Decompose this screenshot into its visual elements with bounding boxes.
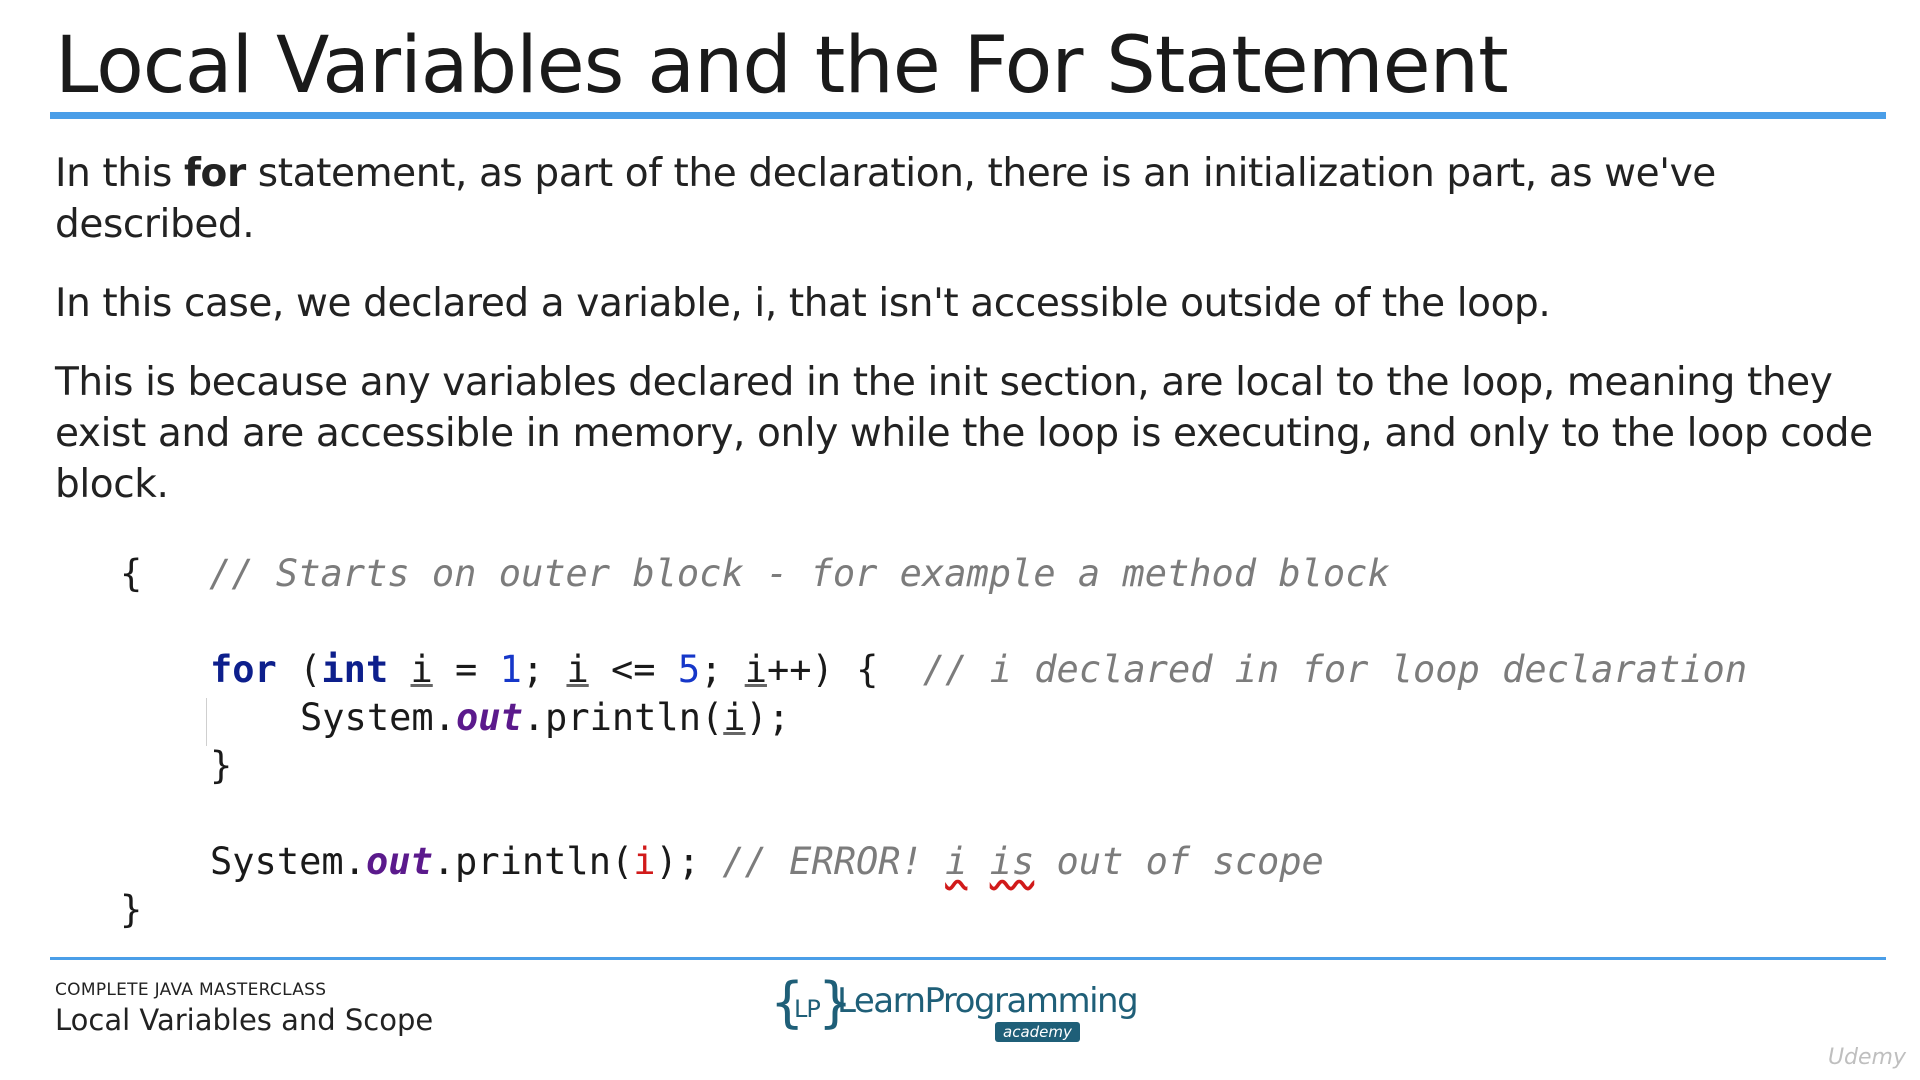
paragraph-1-rest: statement, as part of the declaration, t…	[55, 151, 1716, 247]
paragraph-3: This is because any variables declared i…	[55, 360, 1873, 507]
for-assign: =	[432, 648, 500, 691]
println-call-outer: .println(	[432, 840, 634, 883]
outer-block-comment: // Starts on outer block - for example a…	[209, 552, 1390, 595]
slide-body: In this for statement, as part of the de…	[55, 148, 1885, 538]
code-line-println-inner: System.out.println(i);	[300, 694, 790, 742]
loop-var-use: i	[723, 696, 746, 739]
logo-wordmark: LearnProgramming	[837, 981, 1139, 1021]
loop-var-decl: i	[410, 648, 433, 691]
code-line-println-outer: System.out.println(i); // ERROR! i is ou…	[210, 838, 1324, 886]
keyword-for: for	[210, 648, 277, 691]
out-of-scope-var: i	[633, 840, 656, 883]
paragraph-2: In this case, we declared a variable, i,…	[55, 281, 1551, 326]
error-comment-space	[967, 840, 989, 883]
loop-var-cond: i	[566, 648, 589, 691]
keyword-int: int	[321, 648, 389, 691]
slide-title: Local Variables and the For Statement	[55, 21, 1509, 111]
for-increment: ++) {	[766, 648, 923, 691]
code-line-for: for (int i = 1; i <= 5; i++) { // i decl…	[210, 646, 1747, 694]
for-paren-open: (	[276, 648, 322, 691]
error-comment-lead: // ERROR!	[722, 840, 946, 883]
for-semicolon-1: ;	[521, 648, 567, 691]
init-value: 1	[499, 648, 522, 691]
out-field: out	[455, 696, 523, 739]
paragraph-1-lead: In this	[55, 151, 184, 196]
error-comment-tail: out of scope	[1034, 840, 1324, 883]
for-compare: <=	[588, 648, 678, 691]
limit-value: 5	[677, 648, 701, 691]
logo-lp-mark: LP	[794, 995, 821, 1023]
for-semicolon-2: ;	[700, 648, 745, 691]
for-close-brace: }	[210, 744, 233, 787]
loop-var-incr: i	[744, 648, 767, 691]
out-field-outer: out	[365, 840, 433, 883]
system-class: System.	[300, 696, 456, 739]
lecture-name: Local Variables and Scope	[55, 1003, 434, 1037]
system-class-outer: System.	[210, 840, 366, 883]
println-close-outer: );	[655, 840, 723, 883]
logo-brace-left: {	[770, 971, 805, 1034]
outer-block-close-brace: }	[120, 888, 143, 931]
for-space	[388, 648, 410, 691]
error-comment-is: is	[989, 840, 1035, 883]
error-comment: // ERROR! i is out of scope	[722, 840, 1323, 883]
footer-divider	[50, 957, 1886, 960]
logo-brace-right: }	[818, 971, 853, 1034]
indent-guide	[206, 698, 207, 746]
paragraph-1: In this for statement, as part of the de…	[55, 148, 1885, 250]
udemy-watermark: Udemy	[1827, 1045, 1906, 1070]
learnprogramming-logo: { LP } LearnProgramming academy	[770, 971, 1139, 1045]
paragraph-1-keyword: for	[183, 151, 246, 196]
println-close: );	[745, 696, 791, 739]
title-divider	[50, 112, 1886, 119]
for-comment: // i declared in for loop declaration	[922, 648, 1748, 691]
println-call: .println(	[522, 696, 724, 739]
code-line-1: { // Starts on outer block - for example…	[120, 550, 1390, 598]
outer-block-open-brace: {	[120, 552, 143, 595]
error-comment-i: i	[945, 840, 968, 883]
course-name: COMPLETE JAVA MASTERCLASS	[55, 980, 327, 1000]
logo-academy-badge: academy	[995, 1022, 1080, 1042]
